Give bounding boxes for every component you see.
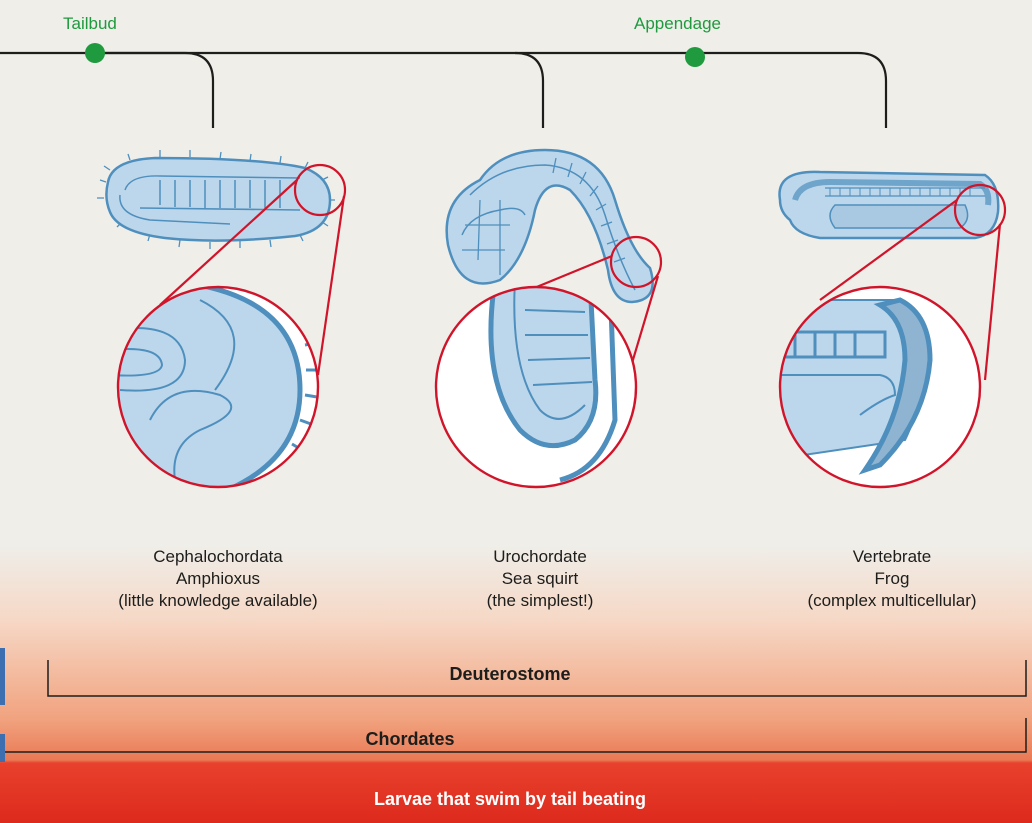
branch-sea-squirt: [95, 53, 543, 128]
zoom-detail-sea-squirt: [430, 280, 650, 500]
tailbud-label: Tailbud: [63, 14, 117, 34]
deuterostome-label: Deuterostome: [380, 664, 640, 685]
bottom-bar-label: Larvae that swim by tail beating: [260, 789, 760, 810]
zoom-detail-amphioxus: [100, 279, 330, 500]
organism-note: (little knowledge available): [70, 590, 366, 612]
group-name: Cephalochordata: [70, 546, 366, 568]
appendage-node: [685, 47, 705, 67]
organism-note: (complex multicellular): [762, 590, 1022, 612]
zoom-detail-frog: [770, 280, 990, 500]
organism-label-sea-squirt: Urochordate Sea squirt (the simplest!): [420, 546, 660, 612]
organism-name: Sea squirt: [420, 568, 660, 590]
left-accent-edge-lower: [0, 734, 5, 762]
organism-note: (the simplest!): [420, 590, 660, 612]
organism-label-amphioxus: Cephalochordata Amphioxus (little knowle…: [70, 546, 366, 612]
group-name: Urochordate: [420, 546, 660, 568]
left-accent-edge: [0, 648, 5, 705]
phylogenetic-tree: [0, 53, 886, 128]
branch-amphioxus: [0, 53, 213, 128]
organism-name: Frog: [762, 568, 1022, 590]
organism-name: Amphioxus: [70, 568, 366, 590]
amphioxus-larva: [97, 150, 335, 249]
organism-label-frog: Vertebrate Frog (complex multicellular): [762, 546, 1022, 612]
appendage-label: Appendage: [634, 14, 721, 34]
tailbud-node: [85, 43, 105, 63]
sea-squirt-larva: [447, 150, 653, 302]
chordates-label: Chordates: [280, 729, 540, 750]
frog-larva: [780, 172, 999, 238]
group-name: Vertebrate: [762, 546, 1022, 568]
